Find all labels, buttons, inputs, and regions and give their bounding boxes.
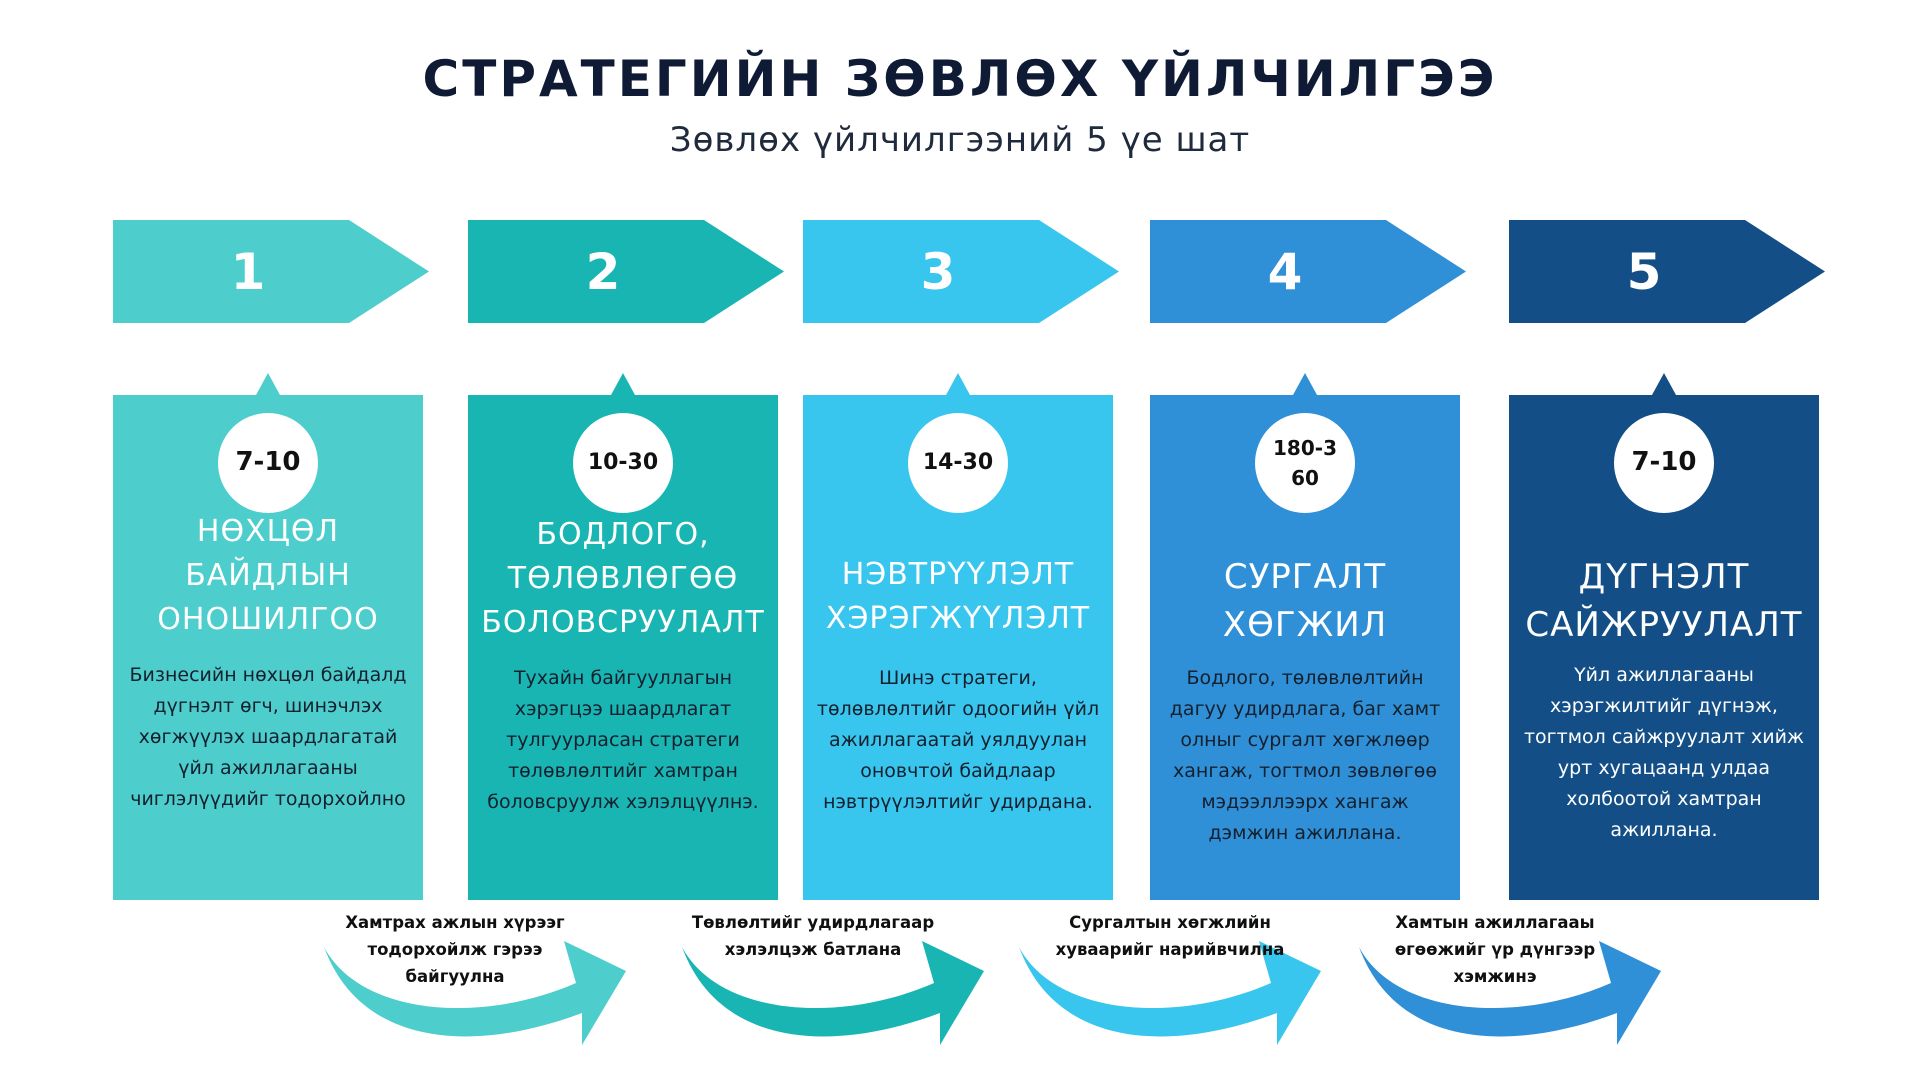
transition-2: Төвлөлтийг удирдлагаар хэлэлцэж батлана xyxy=(678,905,988,1055)
stage-4-duration-text: 180-360 xyxy=(1273,436,1337,490)
stage-1-number: 1 xyxy=(230,242,266,301)
transition-3-label: Сургалтын хөгжлийн хуваарийг нарийвчилна xyxy=(1055,913,1285,959)
stage-2-card-pointer xyxy=(611,373,635,395)
stage-5-number: 5 xyxy=(1626,242,1662,301)
stage-5-description: Үйл ажиллагааны хэрэгжилтийг дүгнэж, тог… xyxy=(1523,664,1805,841)
stage-2-chevron: 2 xyxy=(468,220,784,323)
stage-3-description: Шинэ стратеги, төлөвлөлтийг одоогийн үйл… xyxy=(816,667,1100,813)
stage-1-description: Бизнесийн нөхцөл байдалд дүгнэлт өгч, ши… xyxy=(129,664,407,810)
transition-2-arrow-icon xyxy=(682,941,984,1045)
stage-1-card-pointer xyxy=(256,373,280,395)
stage-5-card: 7-10 ДҮГНЭЛТ САЙЖРУУЛАЛТ Үйл ажиллагааны… xyxy=(1509,373,1819,900)
stage-3-title: НЭВТРҮҮЛЭЛТ ХЭРЭГЖҮҮЛЭЛТ xyxy=(825,557,1091,636)
transition-1-arrow-icon xyxy=(324,941,626,1045)
transition-4-arrow-icon xyxy=(1359,941,1661,1045)
stage-3-card: 14-30 НЭВТРҮҮЛЭЛТ ХЭРЭГЖҮҮЛЭЛТ Шинэ стра… xyxy=(803,373,1113,900)
stage-4-number: 4 xyxy=(1267,242,1303,301)
transition-1: Хамтрах ажлын хүрээг тодорхойлж гэрээ ба… xyxy=(320,905,630,1055)
stage-2-title: БОДЛОГО, ТӨЛӨВЛӨГӨӨ БОЛОВСРУУЛАЛТ xyxy=(481,517,765,640)
stage-4-card-pointer xyxy=(1293,373,1317,395)
stage-5-chevron-shape xyxy=(1509,220,1825,323)
stage-5-duration-badge: 7-10 xyxy=(1614,413,1714,513)
stage-5-card-pointer xyxy=(1652,373,1676,395)
stage-2-chevron-shape xyxy=(468,220,784,323)
stage-1-chevron-shape xyxy=(113,220,429,323)
stage-4-duration-badge: 180-360 xyxy=(1255,413,1355,513)
stage-3-card-pointer xyxy=(946,373,970,395)
stage-3-number: 3 xyxy=(920,242,956,301)
stage-2-number: 2 xyxy=(585,242,621,301)
stage-2-description: Тухайн байгууллагын хэрэгцээ шаардлагат … xyxy=(487,667,759,813)
stage-1-title: НӨХЦӨЛ БАЙДЛЫН ОНОШИЛГОО xyxy=(157,514,379,637)
stage-3-chevron: 3 xyxy=(803,220,1119,323)
stage-1-duration-badge: 7-10 xyxy=(218,413,318,513)
transition-4-label: Хамтын ажиллагааы өгөөжийг үр дүнгээр хэ… xyxy=(1394,913,1596,986)
stage-3-duration-badge: 14-30 xyxy=(908,413,1008,513)
stage-2-card: 10-30 БОДЛОГО, ТӨЛӨВЛӨГӨӨ БОЛОВСРУУЛАЛТ … xyxy=(468,373,778,900)
transition-3-arrow-icon xyxy=(1019,941,1321,1045)
stage-5-title: ДҮГНЭЛТ САЙЖРУУЛАЛТ xyxy=(1525,557,1803,645)
stage-4-description: Бодлого, төлөвлөлтийн дагуу удирдлага, б… xyxy=(1169,667,1441,844)
stage-3-chevron-shape xyxy=(803,220,1119,323)
page-subtitle: Зөвлөх үйлчилгээний 5 үе шат xyxy=(669,120,1251,160)
transition-2-label: Төвлөлтийг удирдлагаар хэлэлцэж батлана xyxy=(691,913,935,959)
page-title: СТРАТЕГИЙН ЗӨВЛӨХ ҮЙЛЧИЛГЭЭ xyxy=(422,50,1498,108)
transition-1-label: Хамтрах ажлын хүрээг тодорхойлж гэрээ ба… xyxy=(345,913,565,986)
stage-4-title: СУРГАЛТ ХӨГЖИЛ xyxy=(1222,557,1388,645)
stage-4-card: 180-360 СУРГАЛТ ХӨГЖИЛ Бодлого, төлөвлөл… xyxy=(1150,373,1460,900)
stage-2-duration-badge: 10-30 xyxy=(573,413,673,513)
stage-1-card: 7-10 НӨХЦӨЛ БАЙДЛЫН ОНОШИЛГОО Бизнесийн … xyxy=(113,373,423,900)
stage-4-chevron-shape xyxy=(1150,220,1466,323)
stage-5-chevron: 5 xyxy=(1509,220,1825,323)
transition-4: Хамтын ажиллагааы өгөөжийг үр дүнгээр хэ… xyxy=(1355,905,1665,1055)
transition-3: Сургалтын хөгжлийн хуваарийг нарийвчилна xyxy=(1015,905,1325,1055)
stage-4-chevron: 4 xyxy=(1150,220,1466,323)
stage-1-chevron: 1 xyxy=(113,220,429,323)
